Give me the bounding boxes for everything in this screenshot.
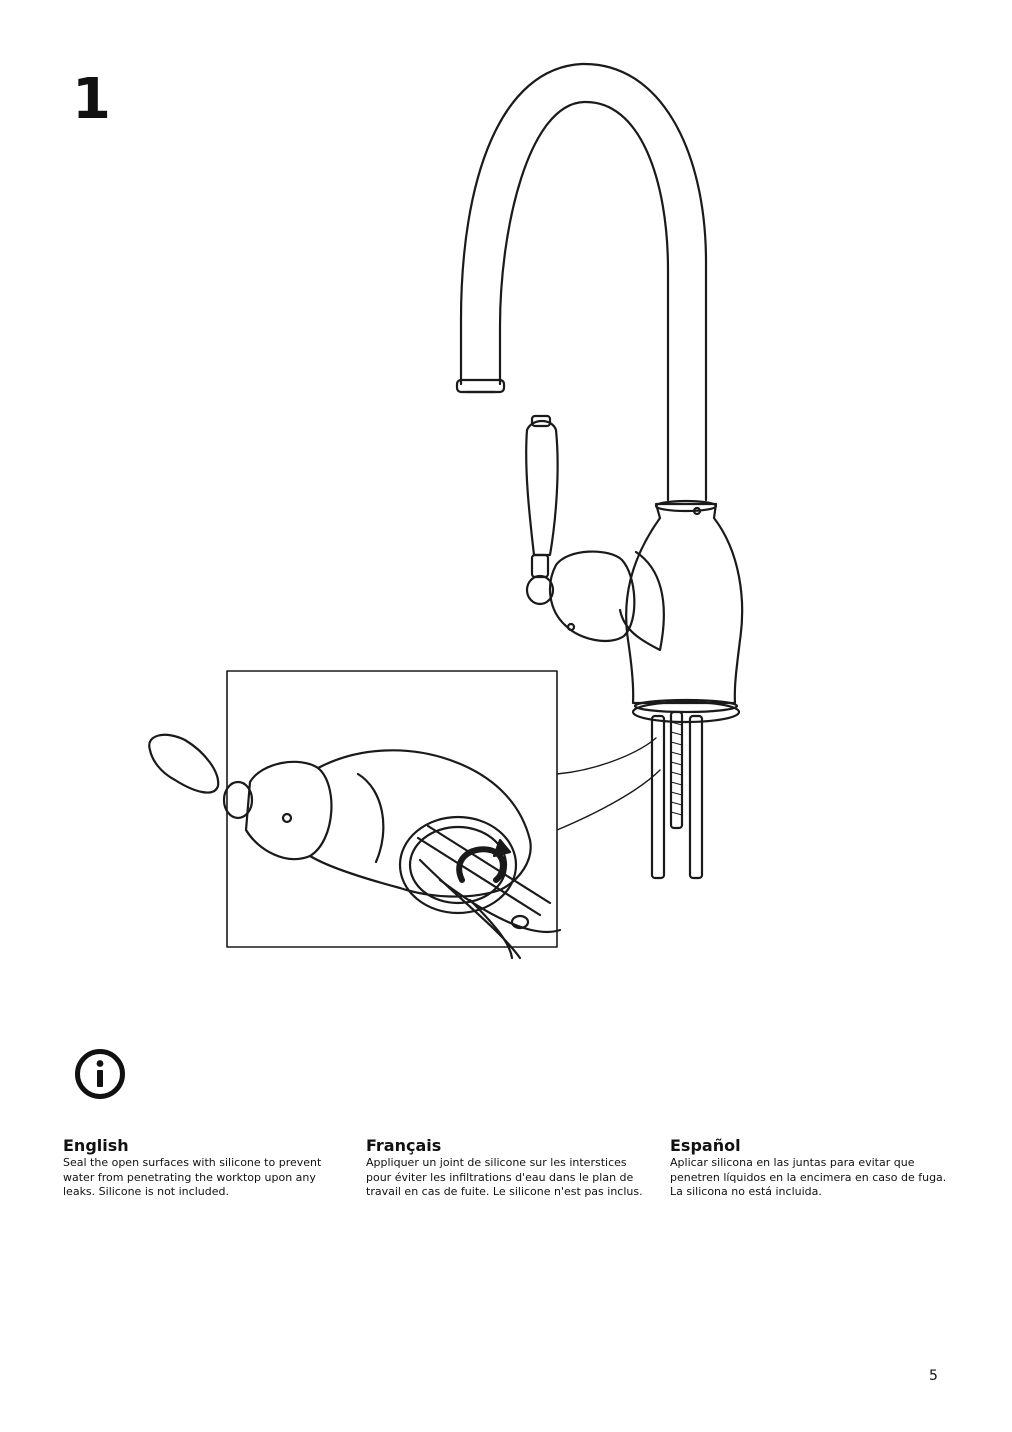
faucet-base [631, 700, 741, 724]
instruction-text: Seal the open surfaces with silicone to … [63, 1156, 322, 1198]
instruction-english: English Seal the open surfaces with sili… [63, 1136, 348, 1200]
language-heading: Español [670, 1136, 741, 1155]
detail-inset [226, 670, 558, 948]
instruction-text: Appliquer un joint de silicone sur les i… [366, 1156, 643, 1198]
faucet-handle [525, 419, 559, 557]
step-number: 1 [72, 67, 111, 132]
inset-mounting-ring [398, 815, 518, 915]
info-icon [75, 1049, 125, 1099]
instruction-spanish: Español Aplicar silicona en las juntas p… [670, 1136, 955, 1200]
language-heading: English [63, 1136, 129, 1155]
threaded-rod [669, 710, 684, 830]
faucet-illustration [148, 62, 744, 960]
language-heading: Français [366, 1136, 442, 1155]
rotate-arrow-icon [456, 846, 506, 883]
instruction-french: Français Appliquer un joint de silicone … [366, 1136, 651, 1200]
inset-handle [148, 733, 220, 794]
faucet-body [625, 502, 744, 705]
instruction-text: Aplicar silicona en las juntas para evit… [670, 1156, 947, 1198]
supply-pipe-left [650, 714, 666, 880]
faucet-spout [459, 62, 708, 502]
spout-tip [455, 378, 506, 394]
supply-pipe-right [688, 714, 704, 880]
page-number: 5 [929, 1368, 938, 1384]
